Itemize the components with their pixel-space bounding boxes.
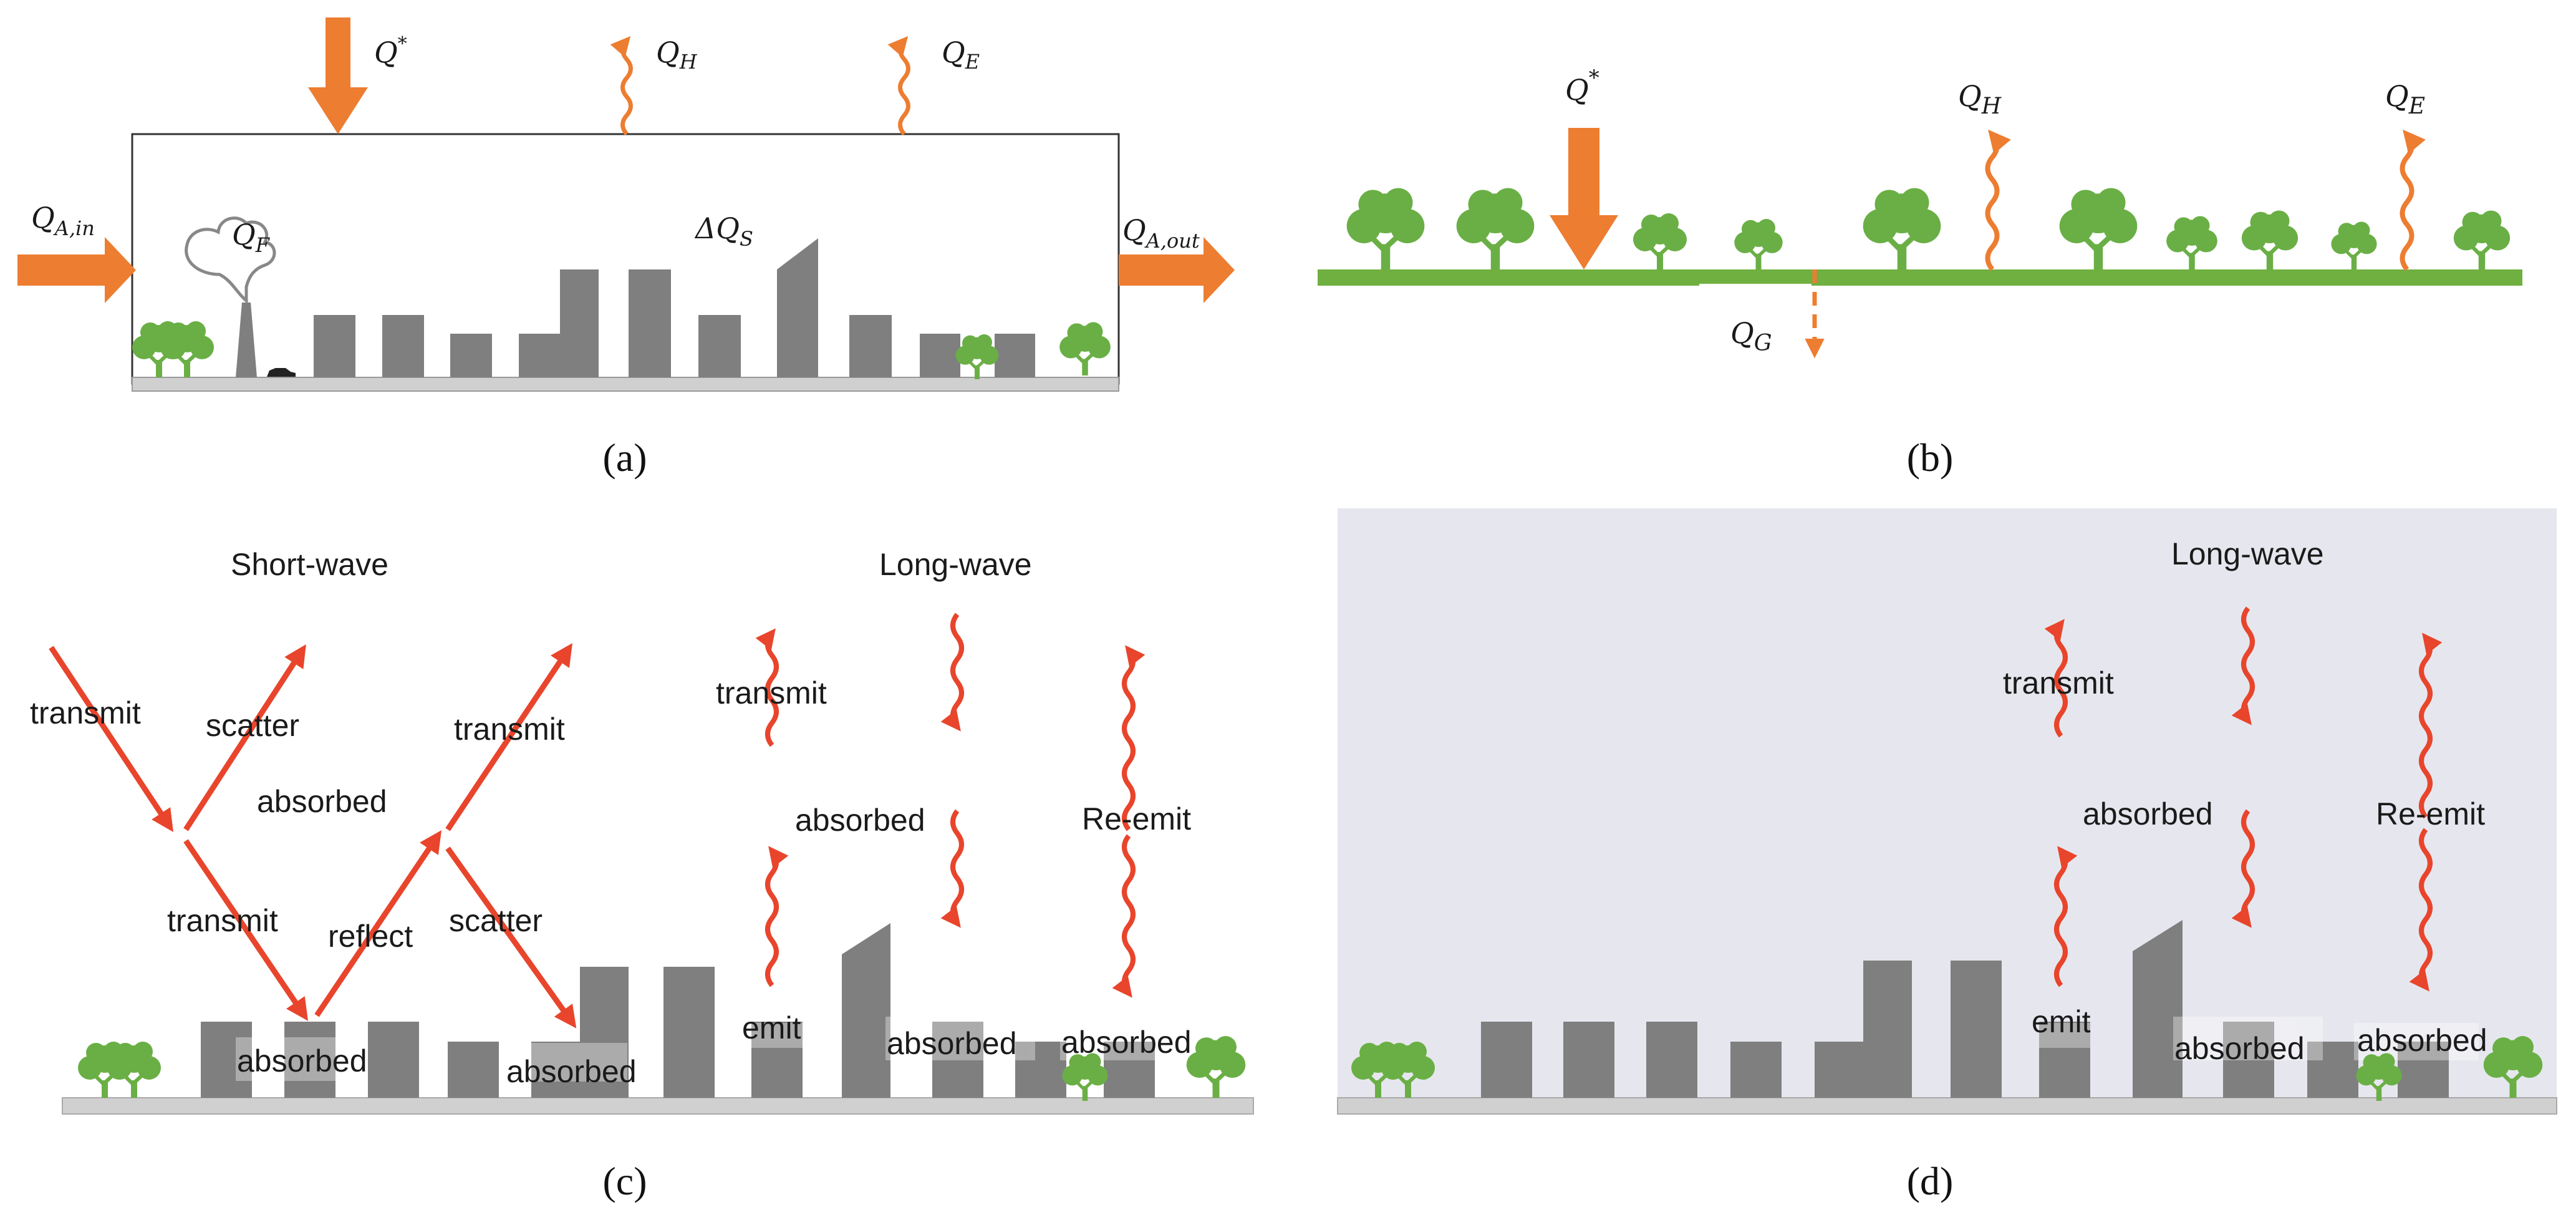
transmit-label: transmit — [30, 695, 141, 730]
tree-icon — [1633, 213, 1687, 269]
tree-icon — [2242, 211, 2298, 270]
q-star-arrow — [308, 17, 368, 134]
q-h-label-b: QH — [1958, 79, 2002, 119]
transmit-label: transmit — [454, 712, 565, 747]
long-wave-label-d: Long-wave — [2171, 536, 2324, 571]
q-h-label: QH — [656, 36, 698, 74]
panel-label-a: (a) — [602, 435, 647, 480]
panel-label-d: (d) — [1907, 1159, 1954, 1203]
q-h-arrow — [610, 36, 633, 136]
q-e-arrow — [887, 36, 910, 136]
delta-q-s-label: ΔQS — [694, 211, 753, 251]
tree-icon — [2331, 222, 2376, 270]
emit-label: emit — [2032, 1004, 2091, 1039]
panel-d: Long-wave transmit absorbed Re-emit emit… — [1337, 508, 2557, 1203]
q-star-label: Q* — [374, 33, 407, 69]
transmit-label: transmit — [716, 675, 827, 710]
q-h-arrow-b — [1985, 129, 2011, 271]
q-a-out-arrow — [1119, 237, 1235, 303]
absorbed-label: absorbed — [2174, 1031, 2305, 1066]
absorbed-label: absorbed — [257, 784, 387, 819]
q-a-in-arrow — [17, 237, 136, 303]
reflect-label: reflect — [328, 919, 413, 954]
scatter-label: scatter — [449, 903, 543, 938]
ground-base-d — [1337, 1097, 2557, 1115]
q-f-label: QF — [232, 218, 271, 257]
panel-c: Short-wave Long-wave transmit scatter ab… — [30, 547, 1254, 1203]
transmit-label: transmit — [167, 903, 278, 938]
chimney — [236, 303, 257, 377]
absorbed-label: absorbed — [237, 1043, 367, 1078]
panel-label-b: (b) — [1907, 435, 1954, 480]
absorbed-label: absorbed — [506, 1054, 637, 1089]
q-a-out-label: QA,out — [1122, 213, 1200, 253]
ground-surface — [1318, 269, 2522, 286]
tree-icon — [1734, 219, 1782, 269]
long-wave-label-c: Long-wave — [879, 547, 1032, 582]
q-star-label-b: Q* — [1565, 65, 1599, 107]
q-star-arrow-b — [1550, 128, 1618, 269]
buildings-a — [314, 238, 1035, 377]
tree-icon — [1347, 188, 1425, 270]
tree-icon — [1863, 188, 1941, 270]
panel-b: Q* QH QE QG (b) — [1318, 65, 2522, 480]
ground-base — [132, 377, 1119, 392]
emit-label: emit — [742, 1010, 801, 1045]
atmosphere-background — [1338, 508, 2557, 1115]
transmit-label: transmit — [2003, 666, 2114, 700]
buildings-d — [1481, 920, 2449, 1098]
absorbed-label: absorbed — [795, 803, 925, 838]
car-icon — [267, 368, 296, 377]
absorbed-label: absorbed — [2083, 796, 2213, 831]
re-emit-label: Re-emit — [2376, 796, 2485, 831]
scatter-label: scatter — [206, 708, 299, 743]
panel-label-c: (c) — [602, 1159, 647, 1203]
q-g-label: QG — [1730, 316, 1772, 356]
tree-icon — [2060, 188, 2138, 270]
short-wave-label: Short-wave — [231, 547, 388, 582]
absorbed-label: absorbed — [887, 1026, 1017, 1061]
panel-a: Q* QH QE QA,in QA,out QF ΔQS (a) — [17, 17, 1235, 480]
smoke-icon — [185, 216, 276, 304]
ground-base-c — [62, 1097, 1254, 1115]
long-wave-rays-d — [2044, 606, 2443, 992]
tree-icon — [2454, 211, 2510, 270]
long-wave-rays — [755, 612, 1146, 998]
re-emit-label: Re-emit — [1082, 801, 1191, 836]
absorbed-label: absorbed — [1061, 1025, 1192, 1060]
q-e-arrow-b — [2400, 129, 2426, 271]
buildings-c — [201, 923, 1155, 1098]
short-wave-rays — [49, 643, 577, 1029]
absorbed-label: absorbed — [2357, 1023, 2487, 1058]
tree-icon — [1457, 188, 1535, 270]
q-a-in-label: QA,in — [31, 201, 95, 240]
q-e-label: QE — [942, 36, 980, 74]
q-e-label-b: QE — [2385, 79, 2425, 119]
tree-icon — [2166, 216, 2217, 270]
tree-icon — [1187, 1036, 1246, 1098]
